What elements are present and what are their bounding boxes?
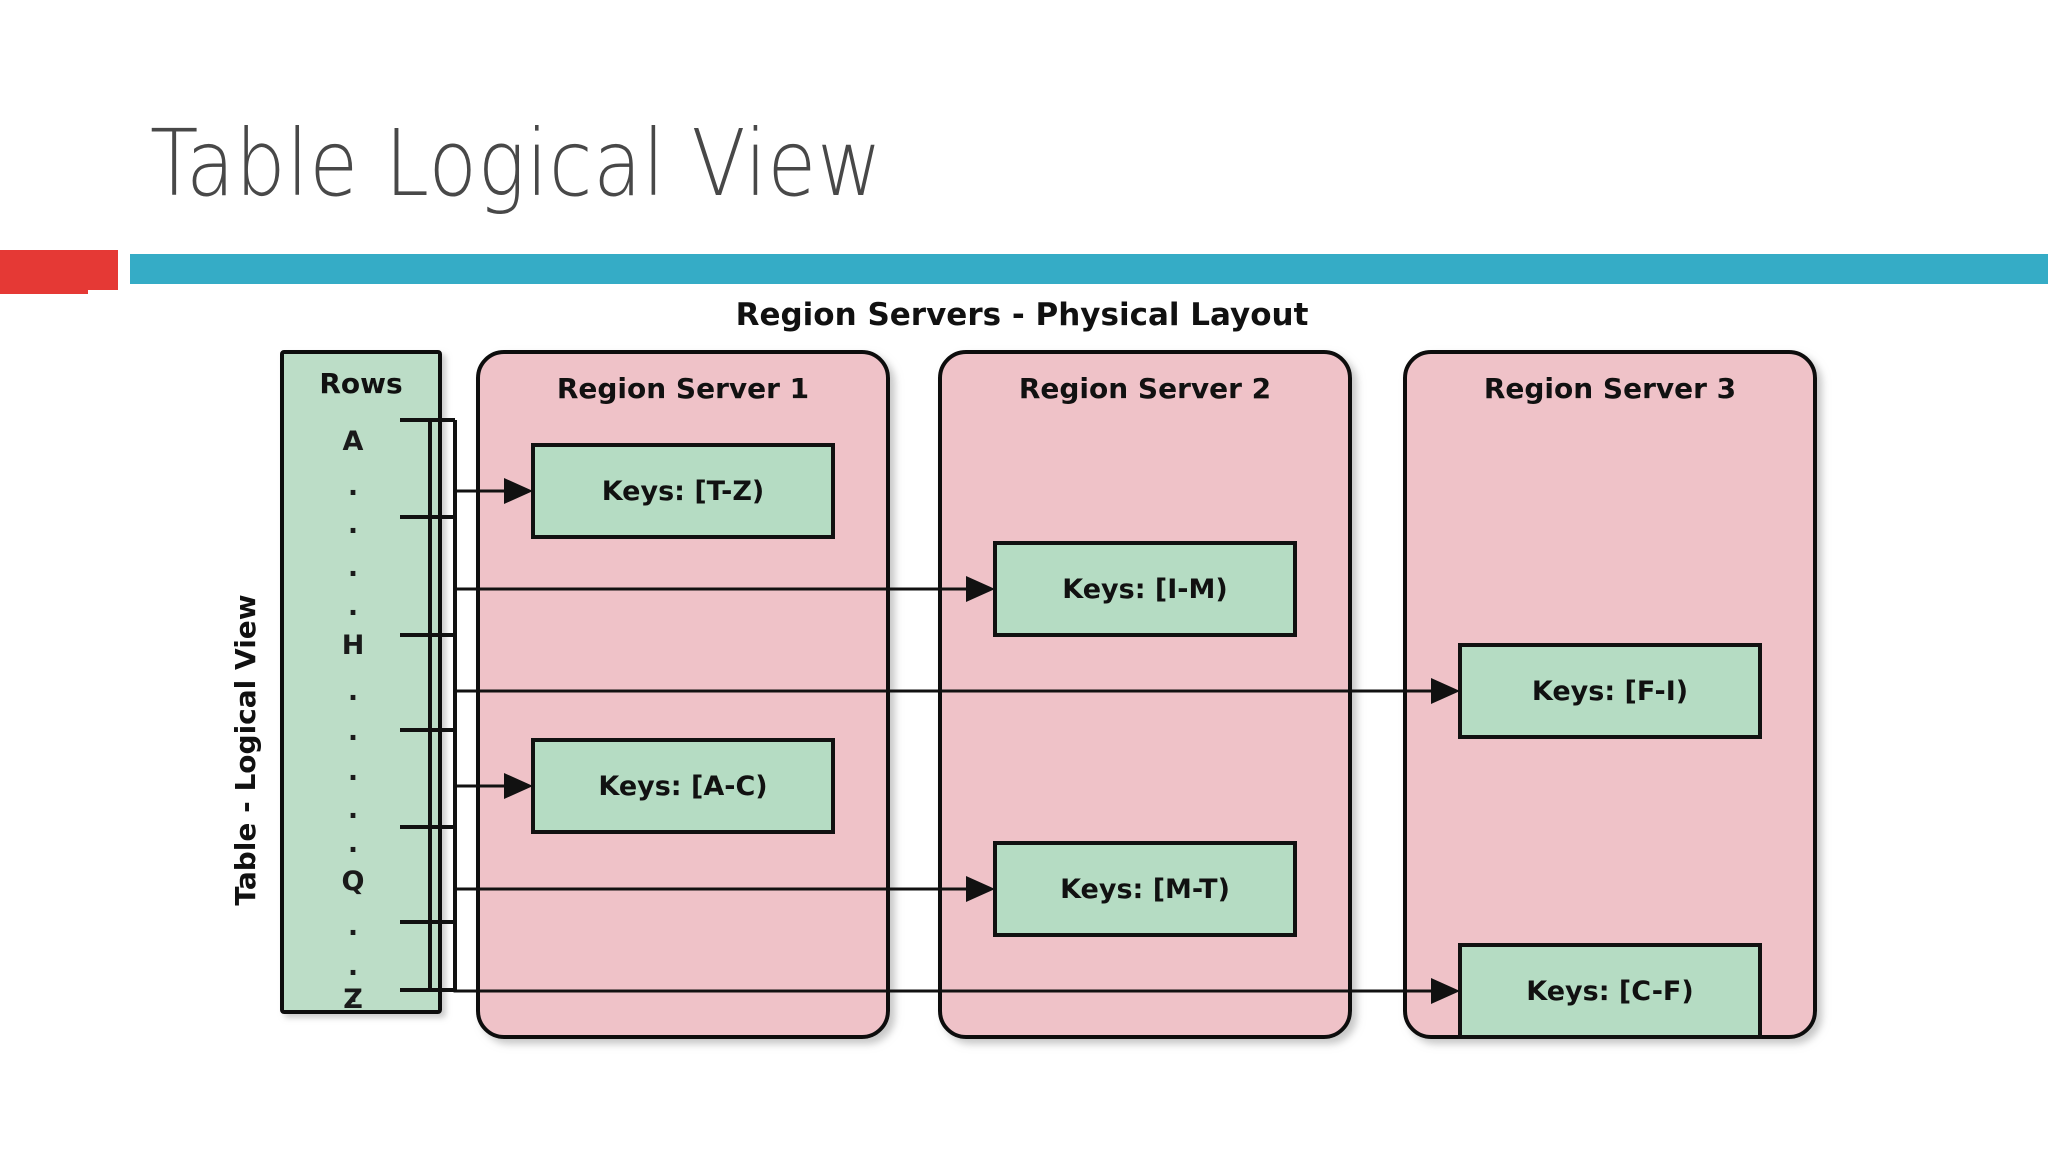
rows-item: Z [343, 984, 363, 1015]
accent-bar-red [0, 250, 118, 294]
rows-item: . [348, 951, 358, 982]
key-box[interactable] [1458, 943, 1762, 1039]
region-servers-diagram: Region Servers - Physical Layout Table -… [229, 297, 1817, 1039]
arrow-head-icon [1431, 678, 1460, 704]
key-box-label: Keys: [F-I) [1532, 676, 1688, 707]
arrow-head-icon [1431, 978, 1460, 1004]
rows-tick-marks [400, 418, 455, 992]
rows-item: . [348, 716, 358, 747]
page-title: Table Logical View [150, 110, 883, 217]
arrow-head-icon [504, 773, 533, 799]
arrow-head-icon [504, 478, 533, 504]
arrow-head-icon [966, 876, 995, 902]
rows-item: . [348, 978, 358, 1009]
key-box-label: Keys: [A-C) [598, 771, 767, 802]
connector-arrows [453, 420, 1460, 1004]
rows-column: Rows A . . . . H . . . . . Q . . . Z [280, 350, 442, 1015]
key-box[interactable] [531, 443, 835, 539]
arrow-head-icon [966, 576, 995, 602]
rows-item: . [348, 676, 358, 707]
region-server-panel-3[interactable]: Region Server 3 Keys: [F-I) Keys: [C-F) [1403, 350, 1817, 1039]
diagram-title: Region Servers - Physical Layout [736, 297, 1309, 333]
rows-item: A [343, 426, 364, 457]
rows-item: . [348, 828, 358, 859]
region-server-3-title: Region Server 3 [1484, 372, 1736, 405]
region-server-panel-2[interactable]: Region Server 2 Keys: [I-M) Keys: [M-T) [938, 350, 1352, 1039]
connector-rails [428, 420, 457, 990]
key-box-label: Keys: [T-Z) [602, 476, 765, 507]
rows-column-header: Rows [319, 367, 402, 400]
rows-item: H [342, 630, 365, 661]
key-box-label: Keys: [M-T) [1060, 874, 1230, 905]
key-box-label: Keys: [C-F) [1526, 976, 1693, 1007]
rows-item: . [348, 911, 358, 942]
key-box-label: Keys: [I-M) [1062, 574, 1227, 605]
region-server-2-title: Region Server 2 [1019, 372, 1271, 405]
rows-item: . [348, 756, 358, 787]
rows-item: . [348, 552, 358, 583]
rows-item: . [348, 591, 358, 622]
region-server-panel-1[interactable]: Region Server 1 Keys: [T-Z) Keys: [A-C) [476, 350, 890, 1039]
region-server-1-title: Region Server 1 [557, 372, 809, 405]
side-label-group: Table - Logical View [229, 594, 262, 905]
rows-item: . [348, 509, 358, 540]
rows-item: . [348, 794, 358, 825]
accent-bar-blue [130, 254, 2048, 284]
side-label: Table - Logical View [229, 594, 262, 905]
rows-item: . [348, 471, 358, 502]
diagram-container: Region Servers - Physical Layout Table -… [0, 290, 2048, 1110]
rows-item: Q [342, 866, 365, 897]
